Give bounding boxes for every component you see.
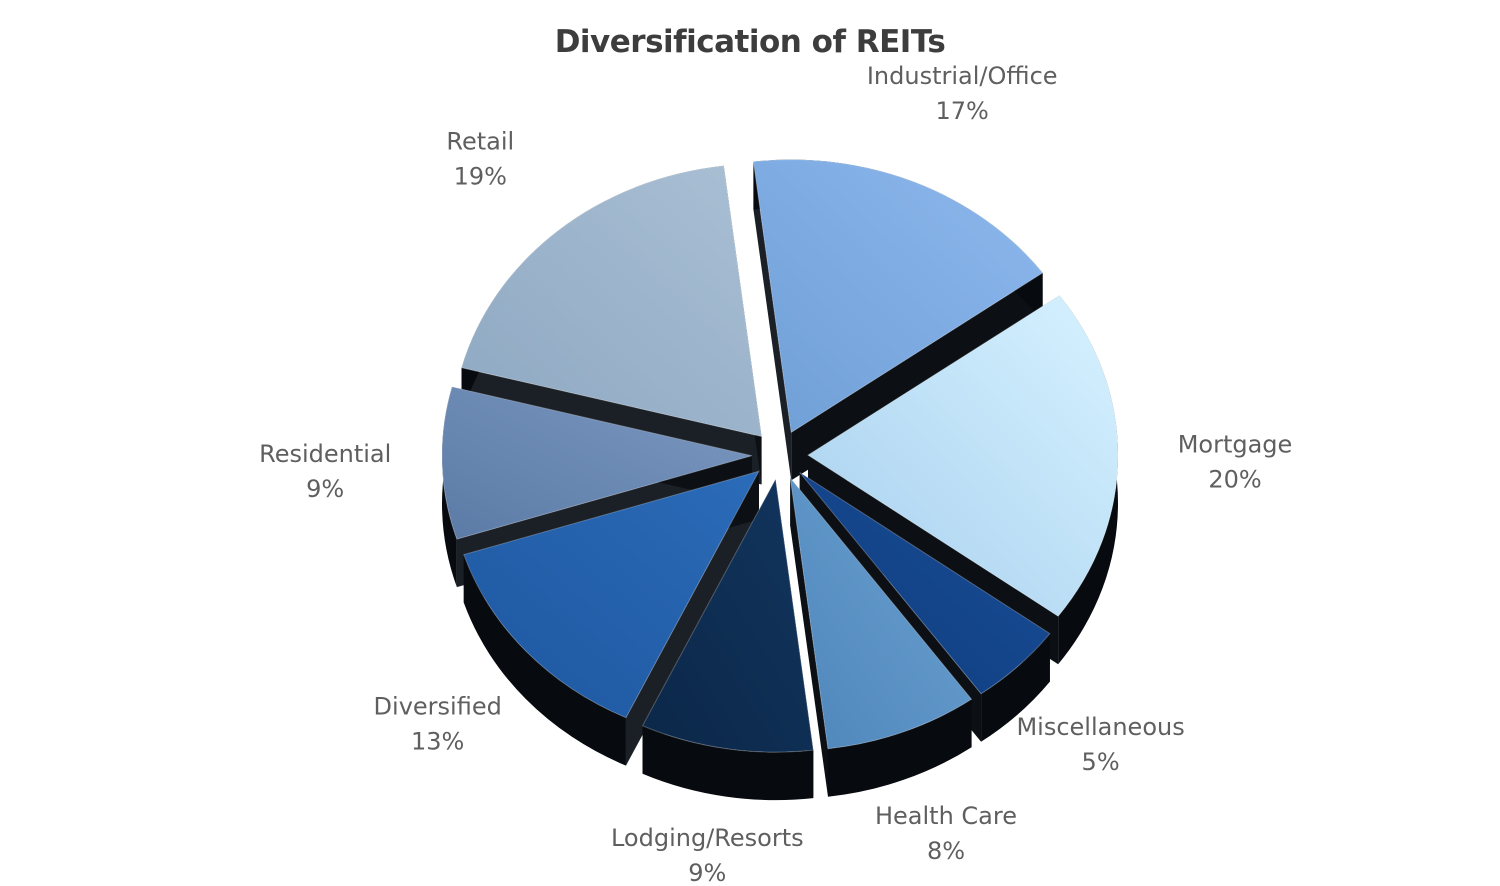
slice-wall	[625, 471, 759, 766]
slice-top	[463, 470, 760, 719]
slice-label-diversified: Diversified 13%	[374, 693, 502, 756]
slice-wall	[790, 477, 828, 797]
slice-percent: 5%	[1082, 748, 1120, 776]
slice-wall	[753, 161, 792, 481]
slice-percent: 8%	[927, 837, 965, 865]
slice-percent: 13%	[411, 728, 464, 756]
slice-label-mortgage: Mortgage 20%	[1178, 430, 1293, 493]
slice-top	[799, 472, 1051, 695]
slice-percent: 19%	[454, 163, 507, 191]
slice-top	[807, 294, 1119, 617]
slice-label-retail: Retail 19%	[446, 128, 514, 191]
slice-category: Residential	[259, 440, 391, 468]
slice-category: Industrial/Office	[867, 62, 1058, 90]
slice-lodging-resorts	[641, 477, 814, 801]
slice-category: Mortgage	[1178, 430, 1293, 458]
slice-rim	[463, 554, 626, 766]
slice-category: Diversified	[374, 693, 502, 721]
slice-label-lodging-resorts: Lodging/Resorts 9%	[611, 824, 804, 886]
slice-category: Miscellaneous	[1016, 713, 1184, 741]
chart-title: Diversification of REITs	[554, 24, 946, 60]
slice-top	[460, 165, 763, 438]
slice-category: Retail	[446, 128, 514, 156]
slice-category: Health Care	[875, 802, 1017, 830]
slice-top	[752, 159, 1044, 434]
slice-rim	[827, 699, 972, 797]
slice-percent: 20%	[1208, 465, 1261, 493]
slice-category: Lodging/Resorts	[611, 824, 804, 852]
slice-percent: 17%	[936, 97, 989, 125]
slice-health-care	[789, 476, 973, 797]
slice-top	[441, 386, 753, 540]
slice-percent: 9%	[306, 475, 344, 503]
slice-diversified	[463, 470, 760, 766]
slice-label-miscellaneous: Miscellaneous 5%	[1016, 713, 1184, 776]
slice-top	[789, 476, 973, 750]
slice-top	[641, 477, 814, 753]
slice-label-residential: Residential 9%	[259, 440, 391, 503]
slice-rim	[642, 725, 814, 801]
slice-rim	[981, 633, 1050, 742]
slice-percent: 9%	[688, 859, 726, 886]
slice-label-health-care: Health Care 8%	[875, 802, 1017, 865]
slice-label-industrial-office: Industrial/Office 17%	[867, 62, 1058, 125]
